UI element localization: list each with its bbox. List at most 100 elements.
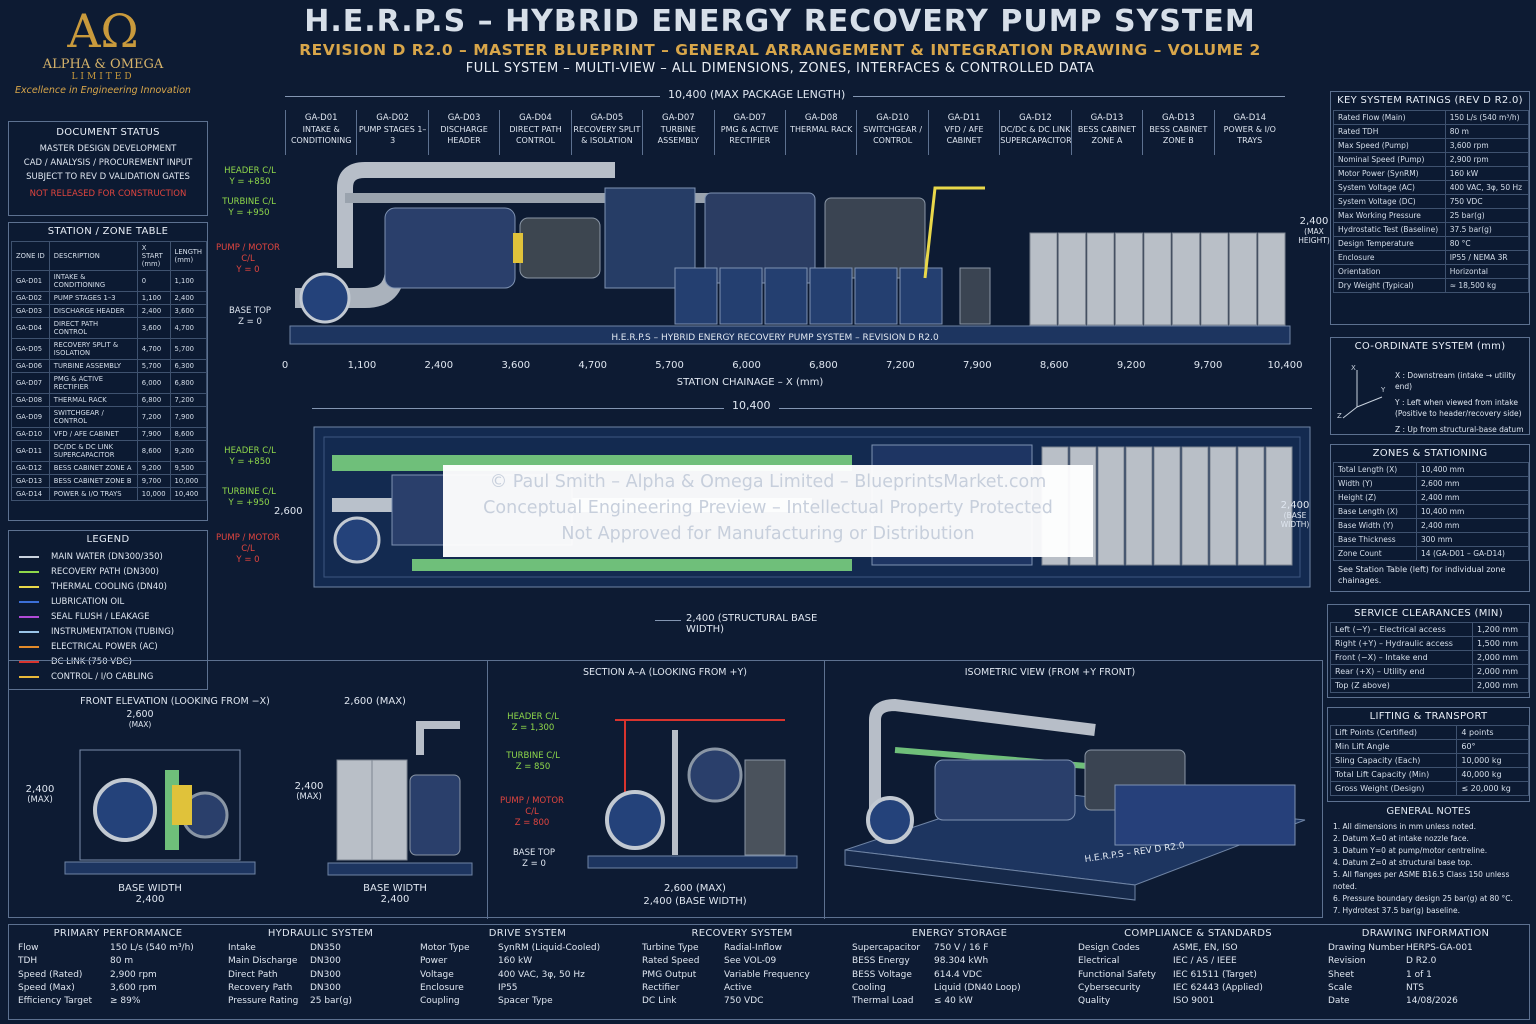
spec-value: 2,400 mm — [1416, 518, 1529, 533]
coupling — [513, 233, 523, 263]
watermark-line: © Paul Smith – Alpha & Omega Limited – B… — [489, 472, 1047, 492]
spec-row: Motor Power (SynRM)160 kW — [1333, 166, 1530, 181]
chainage-tick-label: 8,600 — [1039, 360, 1069, 371]
zone-name: PMG & ACTIVE RECTIFIER — [720, 125, 779, 145]
spec-value: 1,500 mm — [1472, 636, 1529, 651]
zone-name: BESS CABINET ZONE B — [1149, 125, 1208, 145]
legend-swatch — [19, 660, 39, 663]
bottom-spec-key: Rectifier — [642, 982, 680, 993]
spec-value: 10,000 kg — [1456, 753, 1529, 768]
notes-list: 1. All dimensions in mm unless noted.2. … — [1327, 821, 1530, 917]
chainage-tick-label: 5,700 — [655, 360, 684, 371]
bess-cabinet — [1058, 232, 1086, 326]
spec-value: IP55 / NEMA 3R — [1444, 250, 1530, 265]
chainage-tick-label: 2,400 — [424, 360, 454, 371]
station-table-cell: RECOVERY SPLIT & ISOLATION — [48, 338, 138, 360]
bottom-spec-key: Scale — [1328, 982, 1353, 993]
bottom-spec-value: 14/08/2026 — [1406, 996, 1458, 1007]
spec-key: Orientation — [1333, 264, 1446, 279]
station-table-cell: BESS CABINET ZONE A — [48, 461, 138, 475]
station-table-cell: 2,400 — [169, 291, 208, 305]
spec-key: Base Width (Y) — [1332, 518, 1418, 533]
legend-label: DC LINK (750 VDC) — [51, 656, 132, 667]
station-table-cell: GA-D11 — [11, 440, 50, 462]
bottom-spec-key: DC Link — [642, 996, 677, 1007]
station-table-cell: GA-D06 — [11, 359, 50, 373]
chainage-tick-label: 7,900 — [962, 360, 992, 371]
base-top-z: Z = 0 — [238, 317, 262, 327]
page-title: H.E.R.P.S – HYBRID ENERGY RECOVERY PUMP … — [304, 4, 1256, 39]
station-table-cell: DC/DC & DC LINK SUPERCAPACITOR — [48, 440, 138, 462]
bottom-spec-key: Quality — [1078, 996, 1111, 1007]
zone-id: GA-D11 — [947, 113, 981, 123]
station-table-cell: 3,600 — [136, 317, 171, 339]
coord-y2: (Positive to header/recovery side) — [1395, 409, 1522, 418]
plan-width-right: 2,400 (BASE WIDTH) — [1270, 500, 1320, 529]
chainage-tick-label: 9,700 — [1193, 360, 1223, 371]
spec-key: Dry Weight (Typical) — [1333, 278, 1446, 293]
bottom-spec-value: HERPS-GA-001 — [1406, 943, 1473, 953]
plan-length-label: 10,400 — [724, 399, 779, 412]
section-pump-z: Z = 800 — [514, 818, 550, 828]
plan-bess-cabinet — [1181, 446, 1209, 566]
control-cabinet — [674, 267, 718, 325]
spec-row: Lift Points (Certified)4 points — [1329, 725, 1529, 740]
station-table: ZONE ID DESCRIPTION X START (mm) LENGTH … — [11, 241, 208, 501]
spec-row: System Voltage (AC)400 VAC, 3φ, 50 Hz — [1333, 180, 1530, 195]
spec-key: Base Thickness — [1332, 532, 1418, 547]
spec-value: 400 VAC, 3φ, 50 Hz — [1444, 180, 1530, 195]
doc-status-line: CAD / ANALYSIS / PROCUREMENT INPUT — [23, 158, 193, 168]
chainage-tick-label: 0 — [281, 360, 289, 371]
spec-row: Height (Z)2,400 mm — [1332, 490, 1529, 505]
station-table-cell: 9,700 — [136, 474, 171, 488]
spec-value: 4 points — [1456, 725, 1529, 740]
spec-key: Front (−X) – Intake end — [1329, 650, 1474, 665]
rear-height-note: (MAX) — [296, 792, 322, 802]
zone-id: GA-D07 — [733, 113, 767, 123]
bottom-spec-value: IEC 62443 (Applied) — [1173, 982, 1263, 993]
chainage-tick-label: 10,400 — [1267, 360, 1303, 371]
spec-value: 2,400 mm — [1416, 490, 1529, 505]
yellow-cooling-line — [923, 186, 985, 279]
section-header-z: Z = 1,300 — [511, 723, 555, 733]
bottom-spec-value: NTS — [1406, 982, 1424, 993]
bottom-spec-value: IEC 61511 (Target) — [1173, 969, 1257, 980]
bottom-column-title: HYDRAULIC SYSTEM — [267, 928, 374, 939]
spec-value: 150 L/s (540 m³/h) — [1444, 110, 1530, 125]
side-plate-text: H.E.R.P.S – HYBRID ENERGY RECOVERY PUMP … — [611, 333, 939, 343]
spec-row: Base Length (X)10,400 mm — [1332, 504, 1529, 519]
front-elevation-title: FRONT ELEVATION (LOOKING FROM −X) — [80, 696, 270, 707]
bottom-spec-key: Motor Type — [420, 943, 470, 953]
spec-key: Lift Points (Certified) — [1329, 725, 1458, 740]
plan-bess-cabinet — [1125, 446, 1153, 566]
svg-text:Y: Y — [1380, 386, 1386, 394]
overall-length-label: 10,400 (MAX PACKAGE LENGTH) — [660, 88, 854, 101]
document-status-panel: DOCUMENT STATUS MASTER DESIGN DEVELOPMEN… — [8, 121, 208, 216]
note-item: 7. Hydrotest 37.5 bar(g) baseline. — [1333, 906, 1460, 915]
note-item: 3. Datum Y=0 at pump/motor centreline. — [1333, 846, 1488, 855]
station-table-cell: 1,100 — [136, 291, 171, 305]
station-table-cell: POWER & I/O TRAYS — [48, 487, 138, 501]
spec-row: Total Lift Capacity (Min)40,000 kg — [1329, 767, 1529, 782]
bottom-spec-value: 150 L/s (540 m³/h) — [110, 943, 194, 953]
station-table-cell: VFD / AFE CABINET — [48, 427, 138, 441]
plan-bess-cabinet — [1265, 446, 1293, 566]
note-item: 6. Pressure boundary design 25 bar(g) at… — [1333, 894, 1513, 903]
watermark-line: Conceptual Engineering Preview – Intelle… — [483, 498, 1053, 518]
